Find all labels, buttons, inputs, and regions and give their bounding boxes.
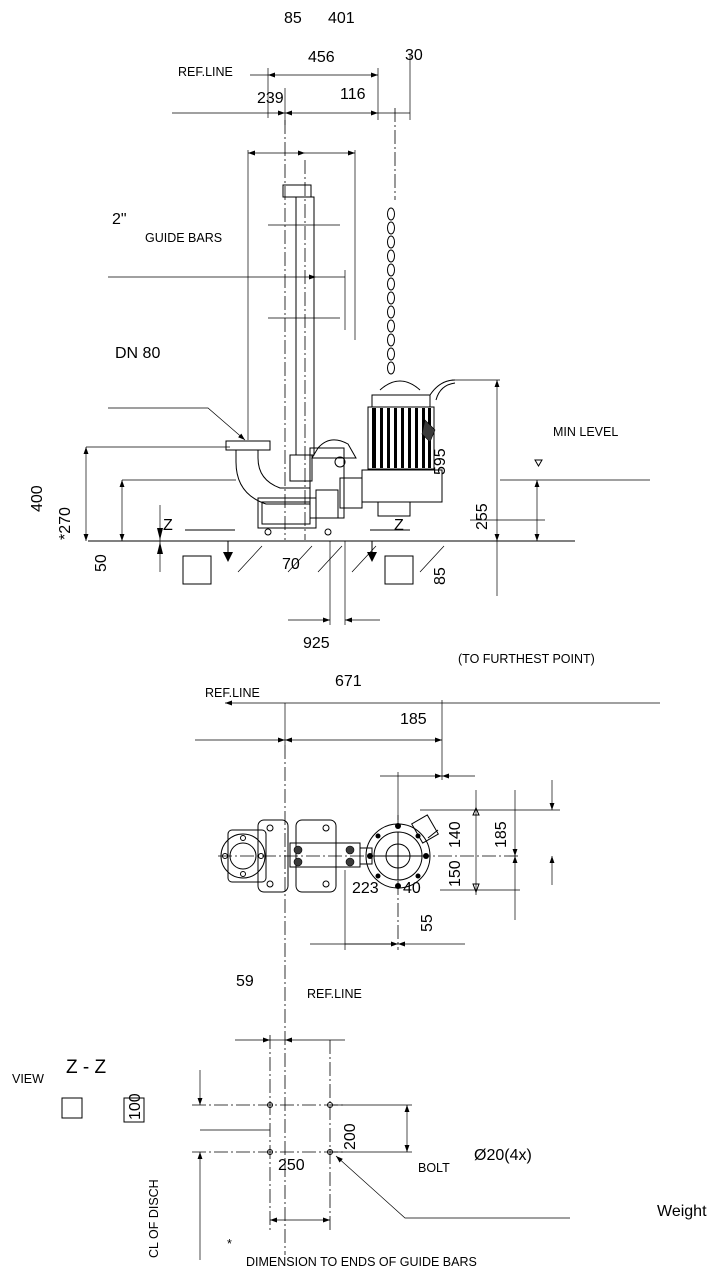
dim-30: 30 — [405, 47, 423, 64]
bolt-hole — [268, 1103, 273, 1108]
furthest-point-label: (TO FURTHEST POINT) — [458, 652, 595, 666]
side-view: 85 401 456 30 REF.LINE 239 116 2" GUIDE … — [29, 10, 650, 652]
dim-55: 55 — [419, 914, 436, 932]
lifting-chain — [387, 207, 395, 375]
dim-200: 200 — [342, 1123, 359, 1150]
dim-255: 255 — [474, 503, 491, 530]
leader-line-bolt — [336, 1156, 570, 1218]
section-square — [385, 556, 413, 584]
dim-140: 140 — [447, 821, 464, 848]
pump-top-view — [366, 815, 438, 889]
ref-line-label-z: REF.LINE — [307, 987, 362, 1001]
dim-270: *270 — [57, 507, 74, 540]
view-z-z: 59 REF.LINE VIEW Z - Z 100 200 250 BOLT … — [12, 973, 707, 1269]
water-level-icon — [535, 460, 542, 466]
weight-label: Weight — [657, 1203, 707, 1220]
dim-150: 150 — [447, 860, 464, 887]
dim-925: 925 — [303, 635, 330, 652]
guide-bar-holder — [283, 185, 311, 197]
ref-line-label: REF.LINE — [178, 65, 233, 79]
base-bracket — [258, 820, 372, 892]
note-text: DIMENSION TO ENDS OF GUIDE BARS — [246, 1255, 477, 1269]
dim-456: 456 — [308, 49, 335, 66]
asterisk-mark: * — [227, 1237, 232, 1251]
bolt-label: BOLT — [418, 1161, 450, 1175]
dim-116: 116 — [340, 86, 366, 103]
dim-40: 40 — [403, 880, 421, 897]
dim-85: 85 — [284, 10, 302, 27]
guide-bar-size: 2" — [112, 211, 127, 228]
dim-250: 250 — [278, 1157, 305, 1174]
dim-671: 671 — [335, 673, 362, 690]
view-square-icon — [62, 1098, 82, 1118]
dim-85-lower: 85 — [432, 567, 449, 585]
leader-line-dn — [108, 408, 245, 440]
dim-185-right: 185 — [493, 821, 510, 848]
pump-motor — [340, 380, 455, 516]
top-view: (TO FURTHEST POINT) 671 REF.LINE 185 — [195, 652, 660, 1255]
view-label: VIEW — [12, 1072, 44, 1086]
dim-59: 59 — [236, 973, 254, 990]
dim-100-box — [124, 1098, 144, 1122]
bolt-size: Ø20(4x) — [474, 1147, 532, 1164]
section-square — [183, 556, 211, 584]
dim-223: 223 — [352, 880, 379, 897]
dn-label: DN 80 — [115, 345, 160, 362]
bolt-hole — [268, 1150, 273, 1155]
dim-239: 239 — [257, 90, 284, 107]
dim-185: 185 — [400, 711, 427, 728]
view-zz-title: Z - Z — [66, 1057, 106, 1078]
discharge-flange — [221, 830, 266, 882]
section-z-left: Z — [163, 517, 173, 534]
discharge-elbow — [226, 440, 356, 535]
section-z-right: Z — [394, 517, 404, 534]
dim-401: 401 — [328, 10, 355, 27]
dim-400: 400 — [29, 485, 46, 512]
dim-595: 595 — [432, 448, 449, 475]
guide-bars-label: GUIDE BARS — [145, 231, 222, 245]
dim-50: 50 — [93, 554, 110, 572]
min-level-label: MIN LEVEL — [553, 425, 618, 439]
cl-of-disch-label: CL OF DISCH — [147, 1179, 161, 1258]
ref-line-label-top: REF.LINE — [205, 686, 260, 700]
dim-100: 100 — [127, 1093, 144, 1120]
dim-70: 70 — [282, 556, 300, 573]
